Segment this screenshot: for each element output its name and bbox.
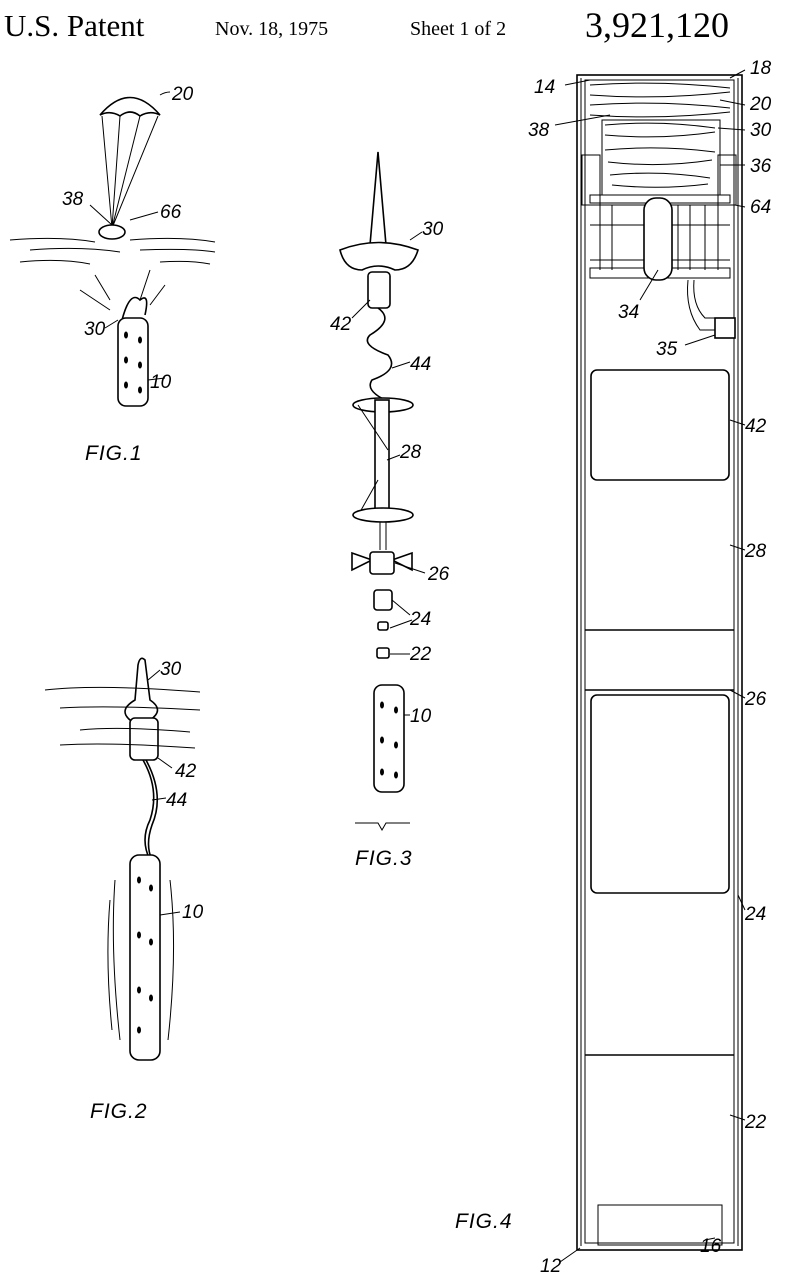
label-34: 34 <box>618 302 639 323</box>
compartment-26 <box>590 694 730 894</box>
figure-2: 30 42 44 10 FIG.2 <box>44 657 204 1123</box>
spike <box>369 151 387 246</box>
float-30 <box>339 241 419 271</box>
label-30: 30 <box>750 120 772 141</box>
label-14: 14 <box>534 77 555 98</box>
component-24 <box>373 589 393 611</box>
label-36: 36 <box>750 156 772 177</box>
label-26: 26 <box>427 564 450 585</box>
label-20: 20 <box>171 84 194 105</box>
label-64: 64 <box>750 197 771 218</box>
gas-cylinder-34 <box>643 197 673 281</box>
body-10 <box>373 684 405 793</box>
sensor-35 <box>714 317 736 339</box>
label-42: 42 <box>745 416 767 437</box>
float-30 <box>124 657 159 726</box>
figure-3: 30 42 44 28 26 24 22 10 FIG.3 <box>330 151 450 870</box>
label-42: 42 <box>175 761 197 782</box>
label-10: 10 <box>410 706 432 727</box>
label-22: 22 <box>744 1112 767 1133</box>
label-26: 26 <box>744 689 767 710</box>
label-10: 10 <box>150 372 172 393</box>
label-42: 42 <box>330 314 352 335</box>
label-10: 10 <box>182 902 204 923</box>
parachute <box>99 96 161 117</box>
label-38: 38 <box>62 189 84 210</box>
figure-4: 14 18 20 38 30 36 64 34 35 42 28 26 24 2… <box>455 58 772 1277</box>
figure-3-caption: FIG.3 <box>355 847 413 870</box>
component-22 <box>376 647 390 659</box>
sheet-number: Sheet 1 of 2 <box>410 18 507 40</box>
patent-header-title: U.S. Patent <box>4 8 145 43</box>
label-28: 28 <box>399 442 422 463</box>
label-18: 18 <box>750 58 772 79</box>
label-30: 30 <box>160 659 182 680</box>
tether-44 <box>142 759 159 861</box>
float-38 <box>98 224 126 240</box>
label-24: 24 <box>744 904 766 925</box>
housing-42 <box>129 717 159 761</box>
label-66: 66 <box>160 202 182 223</box>
label-22: 22 <box>409 644 432 665</box>
weight-16 <box>597 1204 723 1246</box>
housing-42 <box>367 271 391 309</box>
figure-4-caption: FIG.4 <box>455 1210 513 1233</box>
body-10 <box>129 854 161 1061</box>
figure-2-caption: FIG.2 <box>90 1100 148 1123</box>
patent-date: Nov. 18, 1975 <box>215 18 329 40</box>
label-35: 35 <box>656 339 678 360</box>
label-28: 28 <box>744 541 767 562</box>
label-30: 30 <box>84 319 106 340</box>
tether-44 <box>366 307 393 401</box>
label-24: 24 <box>409 609 431 630</box>
compartment-42 <box>590 369 730 481</box>
outer-tube <box>576 74 743 1251</box>
label-44: 44 <box>410 354 431 375</box>
component-26 <box>369 551 395 575</box>
label-30: 30 <box>422 219 444 240</box>
label-38: 38 <box>528 120 550 141</box>
label-20: 20 <box>749 94 772 115</box>
label-16: 16 <box>700 1236 722 1257</box>
body-10 <box>117 317 149 407</box>
figure-1: 20 38 66 30 10 FIG.1 <box>9 84 216 465</box>
figure-1-caption: FIG.1 <box>85 442 143 465</box>
patent-number: 3,921,120 <box>585 5 729 45</box>
label-44: 44 <box>166 790 187 811</box>
label-12: 12 <box>540 1256 562 1277</box>
